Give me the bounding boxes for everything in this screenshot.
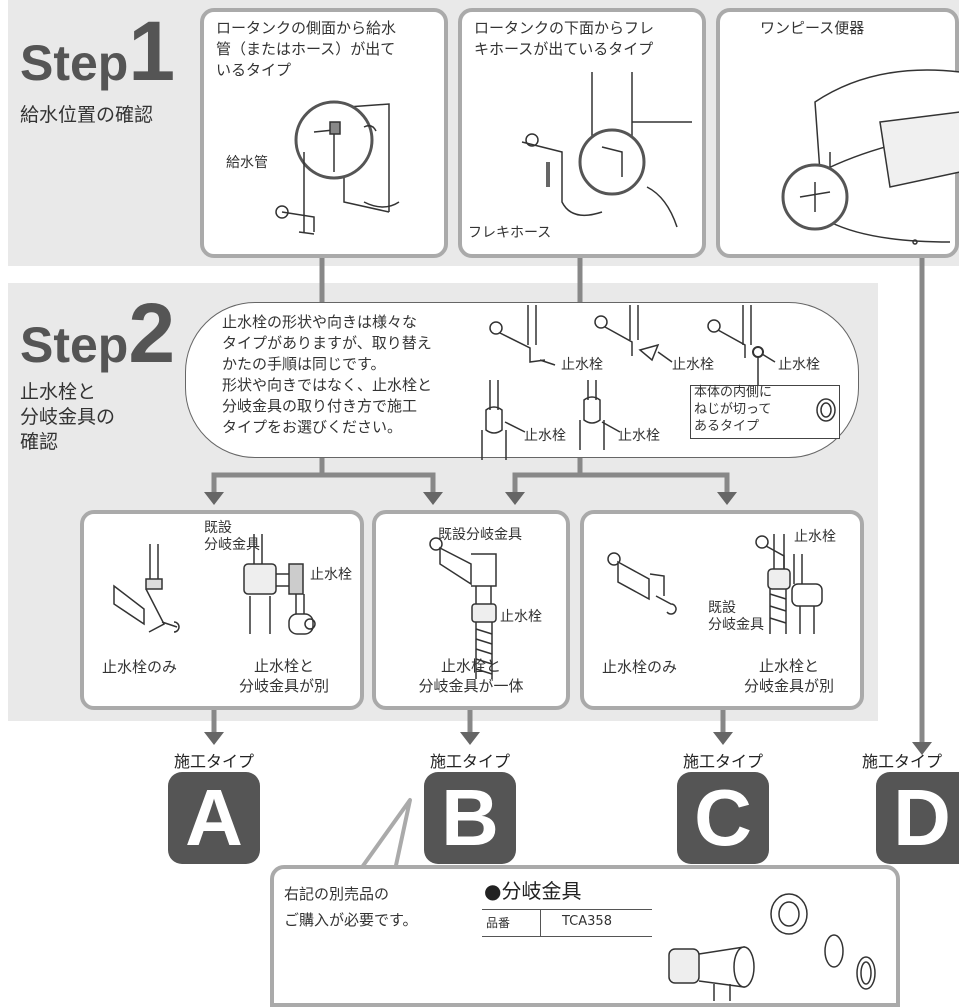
purchase-callout: 右記の別売品の ご購入が必要です。 ●分岐金具 品番 TCA358 — [270, 865, 900, 1007]
arrow-icon — [423, 492, 443, 505]
valve-label: 止水栓 — [310, 567, 352, 583]
option-a-illustration — [113, 534, 316, 635]
install-type-b-badge: B — [424, 772, 516, 864]
step1-heading: Step1 — [20, 4, 176, 98]
part-number-divider — [540, 910, 541, 936]
card-caption: ロータンクの下面からフレ キホースが出ているタイプ — [474, 19, 655, 58]
tank-bottom-flex-illustration — [521, 72, 692, 228]
integrated-caption: 止水栓と 分岐金具が一体 — [418, 657, 524, 695]
part-number-row: 品番 TCA358 — [482, 909, 652, 937]
valve-label: 止水栓 — [500, 609, 542, 625]
existing-branch-label: 既設 分岐金具 — [204, 520, 260, 553]
step2-title: 止水栓と 分岐金具の 確認 — [20, 381, 116, 453]
separate-caption: 止水栓と 分岐金具が別 — [238, 657, 329, 695]
separate-caption: 止水栓と 分岐金具が別 — [743, 657, 834, 695]
part-number-value: TCA358 — [562, 914, 612, 929]
arrow-icon — [204, 492, 224, 505]
type-letter: C — [694, 773, 752, 862]
valve-only-caption: 止水栓のみ — [102, 658, 178, 676]
callout-text: 右記の別売品の ご購入が必要です。 — [284, 885, 418, 929]
step1-card-bottom: ロータンクの下面からフレ キホースが出ているタイプ フレキホース — [458, 8, 706, 258]
step1-title: 給水位置の確認 — [20, 104, 154, 126]
type-letter: D — [893, 773, 951, 862]
option-c-card: 止水栓 既設 分岐金具 止水栓のみ 止水栓と 分岐金具が別 — [580, 510, 864, 710]
install-type-c-badge: C — [677, 772, 769, 864]
option-c-illustration — [607, 534, 823, 634]
existing-branch-label: 既設 分岐金具 — [708, 600, 764, 633]
product-title: ●分岐金具 — [484, 879, 582, 903]
arrow-icon — [912, 742, 932, 755]
option-b-illustration — [429, 537, 497, 679]
install-type-b-label: 施工タイプ — [429, 752, 510, 771]
inner-thread-note-box — [690, 385, 840, 439]
install-type-d-label: 施工タイプ — [862, 752, 943, 771]
step2-heading: Step2 — [20, 286, 176, 380]
valve-label: 止水栓 — [524, 428, 566, 444]
existing-branch-label: 既設分岐金具 — [438, 527, 522, 543]
arrow-icon — [717, 492, 737, 505]
step1-card-side: ロータンクの側面から給水 管（またはホース）が出て いるタイプ 給水管 — [200, 8, 448, 258]
step1-card-onepiece: ワンピース便器 — [716, 8, 959, 258]
option-a-card: 既設 分岐金具 止水栓 止水栓のみ 止水栓と 分岐金具が別 — [80, 510, 364, 710]
type-letter: A — [185, 773, 243, 862]
part-number-label: 品番 — [486, 916, 511, 930]
valve-label: 止水栓 — [672, 357, 714, 373]
arrow-icon — [713, 732, 733, 745]
valve-label: 止水栓 — [778, 357, 820, 373]
card-caption: ロータンクの側面から給水 管（またはホース）が出て いるタイプ — [216, 19, 397, 79]
tank-side-supply-illustration — [275, 100, 400, 235]
arrow-icon — [505, 492, 525, 505]
card-caption: ワンピース便器 — [760, 19, 865, 37]
branch-fitting-illustration — [668, 893, 876, 1001]
flex-hose-label: フレキホース — [468, 225, 552, 241]
arrow-icon — [460, 732, 480, 745]
arrow-icon — [204, 732, 224, 745]
install-type-a-badge: A — [168, 772, 260, 864]
valve-label: 止水栓 — [561, 357, 603, 373]
option-b-card: 既設分岐金具 止水栓 止水栓と 分岐金具が一体 — [372, 510, 570, 710]
inner-thread-note: 本体の内側に ねじが切って あるタイプ — [694, 385, 773, 434]
valve-only-caption: 止水栓のみ — [602, 658, 678, 676]
install-type-a-label: 施工タイプ — [173, 752, 254, 771]
valve-label: 止水栓 — [794, 529, 836, 545]
one-piece-toilet-illustration — [781, 69, 959, 245]
install-type-d-badge: D — [876, 772, 959, 864]
type-letter: B — [441, 773, 499, 862]
step2-note-text: 止水栓の形状や向きは様々な タイプがありますが、取り替え かたの手順は同じです。… — [222, 313, 433, 436]
supply-pipe-label: 給水管 — [226, 155, 268, 171]
valve-label: 止水栓 — [618, 428, 660, 444]
install-type-c-label: 施工タイプ — [682, 752, 763, 771]
